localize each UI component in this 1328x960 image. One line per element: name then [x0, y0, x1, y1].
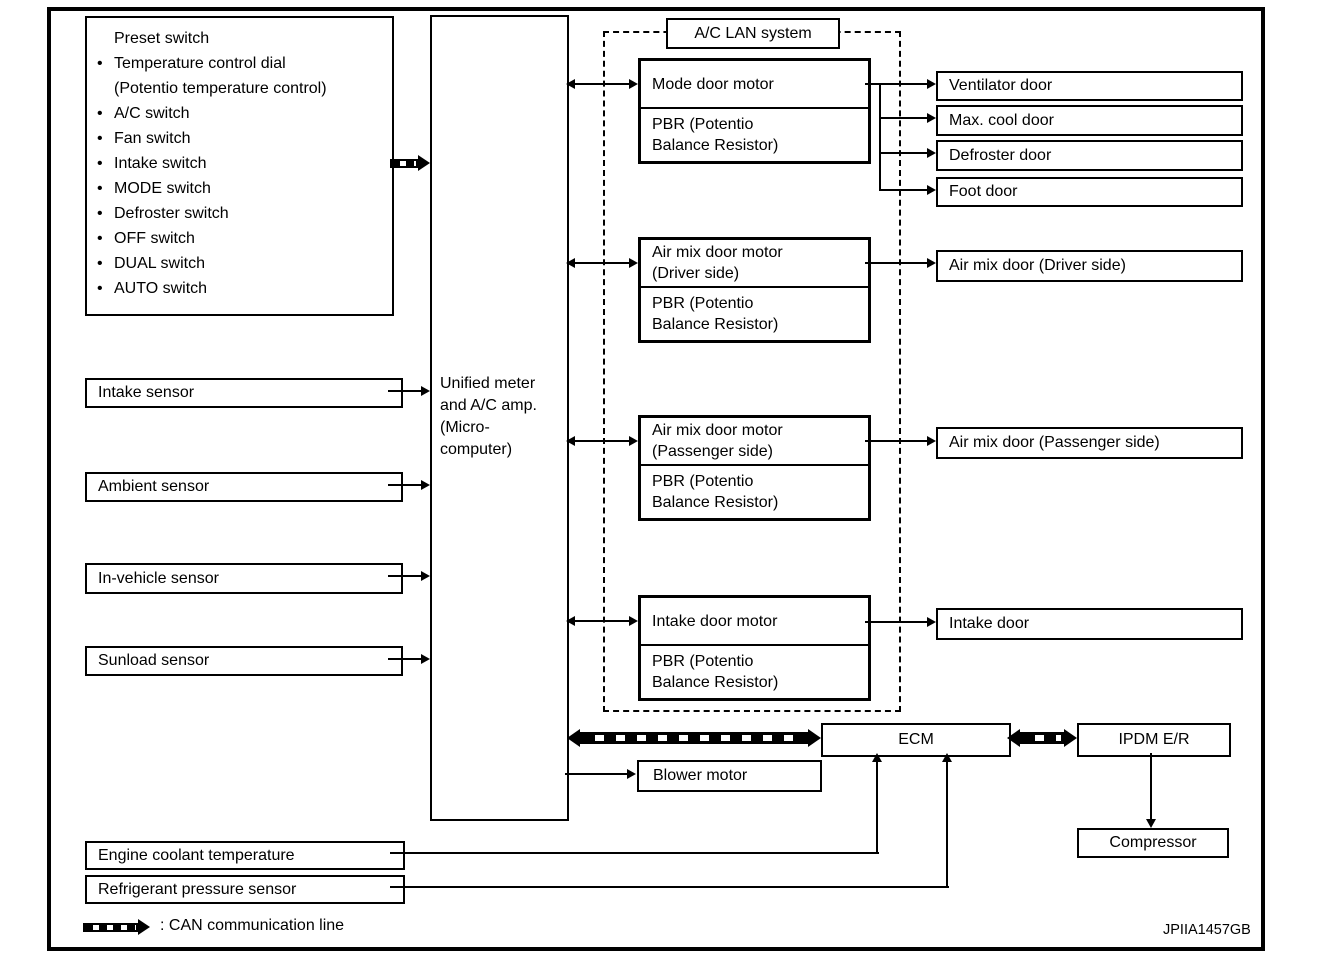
engine-coolant-temperature-box: Engine coolant temperature [85, 841, 405, 870]
preset-switch-title: Preset switch [114, 30, 210, 47]
foot-door-box: Foot door [936, 177, 1243, 207]
engine-coolant-temperature-label: Engine coolant temperature [98, 846, 295, 864]
air-mix-door-passenger-label: Air mix door (Passenger side) [949, 434, 1160, 452]
preset-to-amp-can-arrow [390, 154, 430, 172]
ambient-sensor-box: Ambient sensor [85, 472, 403, 502]
diagram-border [47, 7, 1265, 951]
air-mix-door-motor-driver-pbr-label: PBR (Potentio Balance Resistor) [652, 295, 779, 333]
max-cool-door-box: Max. cool door [936, 105, 1243, 136]
air-mix-door-motor-passenger-pbr-label: PBR (Potentio Balance Resistor) [652, 473, 779, 511]
air-mix-door-driver-label: Air mix door (Driver side) [949, 257, 1126, 275]
foot-door-label: Foot door [949, 183, 1018, 201]
compressor-label: Compressor [1109, 834, 1197, 852]
unified-meter-amp-label: Unified meter and A/C amp. (Micro- compu… [440, 375, 537, 458]
list-item: •A/C switch [97, 105, 190, 122]
compressor-box: Compressor [1077, 828, 1229, 858]
ecm-ipdm-can-arrow [1007, 725, 1077, 751]
list-item: •OFF switch [97, 230, 195, 247]
list-item: •Temperature control dial [97, 55, 286, 72]
list-item: (Potentio temperature control) [114, 80, 327, 97]
list-item: •AUTO switch [97, 280, 208, 297]
defroster-door-box: Defroster door [936, 140, 1243, 171]
air-mix-door-motor-passenger-label: Air mix door motor (Passenger side) [641, 418, 868, 466]
blower-motor-box: Blower motor [637, 760, 822, 792]
can-legend-label: : CAN communication line [160, 917, 345, 934]
defroster-door-label: Defroster door [949, 146, 1052, 164]
in-vehicle-sensor-box: In-vehicle sensor [85, 563, 403, 594]
in-vehicle-sensor-label: In-vehicle sensor [98, 569, 219, 587]
intake-door-box: Intake door [936, 608, 1243, 640]
list-item: •MODE switch [97, 180, 211, 197]
mode-door-motor-pbr-label: PBR (Potentio Balance Resistor) [652, 116, 779, 154]
ecm-box: ECM [821, 723, 1011, 757]
air-mix-door-motor-driver-box: Air mix door motor (Driver side) PBR (Po… [638, 237, 871, 343]
list-item: •Intake switch [97, 155, 207, 172]
preset-switch-box: Preset switch •Temperature control dial … [85, 16, 394, 316]
ventilator-door-label: Ventilator door [949, 77, 1053, 95]
refrigerant-pressure-sensor-box: Refrigerant pressure sensor [85, 875, 405, 904]
ac-lan-system-label: A/C LAN system [694, 24, 812, 42]
intake-door-motor-label: Intake door motor [641, 598, 868, 646]
ac-lan-system-label-box: A/C LAN system [666, 18, 840, 49]
ambient-sensor-label: Ambient sensor [98, 478, 210, 496]
max-cool-door-label: Max. cool door [949, 111, 1054, 129]
list-item: •Defroster switch [97, 205, 229, 222]
mode-door-motor-label: Mode door motor [641, 61, 868, 109]
air-mix-door-motor-driver-label: Air mix door motor (Driver side) [641, 240, 868, 288]
can-legend-icon [83, 918, 150, 936]
blower-motor-label: Blower motor [653, 767, 748, 785]
figure-code: JPIIA1457GB [1163, 922, 1251, 938]
air-mix-door-passenger-box: Air mix door (Passenger side) [936, 427, 1243, 459]
air-mix-door-motor-passenger-box: Air mix door motor (Passenger side) PBR … [638, 415, 871, 521]
ecm-label: ECM [898, 731, 934, 749]
intake-door-motor-box: Intake door motor PBR (Potentio Balance … [638, 595, 871, 701]
preset-switch-list: Preset switch •Temperature control dial … [87, 18, 333, 301]
refrigerant-pressure-sensor-label: Refrigerant pressure sensor [98, 880, 297, 898]
sunload-sensor-label: Sunload sensor [98, 652, 210, 670]
air-mix-door-driver-box: Air mix door (Driver side) [936, 250, 1243, 282]
list-item: •Fan switch [97, 130, 191, 147]
intake-sensor-box: Intake sensor [85, 378, 403, 408]
intake-sensor-label: Intake sensor [98, 384, 195, 402]
intake-door-motor-pbr-label: PBR (Potentio Balance Resistor) [652, 653, 779, 691]
mode-door-motor-box: Mode door motor PBR (Potentio Balance Re… [638, 58, 871, 164]
ipdm-er-label: IPDM E/R [1118, 731, 1190, 749]
amp-ecm-can-arrow [567, 725, 821, 751]
ipdm-er-box: IPDM E/R [1077, 723, 1231, 757]
list-item: •DUAL switch [97, 255, 205, 272]
sunload-sensor-box: Sunload sensor [85, 646, 403, 676]
intake-door-label: Intake door [949, 615, 1030, 633]
ventilator-door-box: Ventilator door [936, 71, 1243, 101]
unified-meter-amp-box: Unified meter and A/C amp. (Micro- compu… [430, 15, 569, 821]
